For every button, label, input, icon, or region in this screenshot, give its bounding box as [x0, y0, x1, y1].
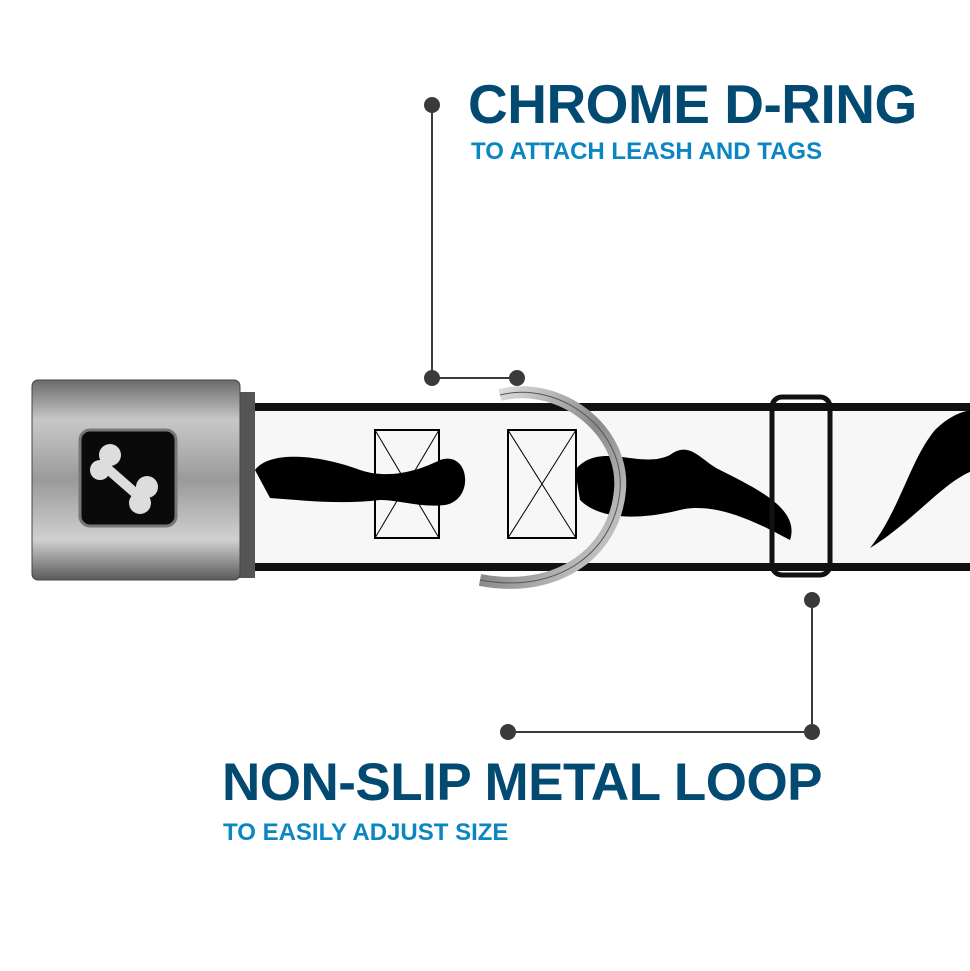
d-ring-subtitle: TO ATTACH LEASH AND TAGS: [471, 138, 823, 165]
bone-logo-icon: [90, 444, 158, 514]
seatbelt-buckle: [31, 379, 255, 581]
metal-loop-title: NON-SLIP METAL LOOP: [222, 753, 823, 812]
d-ring-title: CHROME D-RING: [468, 73, 917, 135]
d-ring: [478, 386, 627, 589]
metal-loop-callout-line: [500, 592, 820, 740]
metal-loop: [769, 394, 833, 578]
d-ring-callout-line: [424, 97, 525, 386]
metal-loop-subtitle: TO EASILY ADJUST SIZE: [223, 819, 509, 846]
